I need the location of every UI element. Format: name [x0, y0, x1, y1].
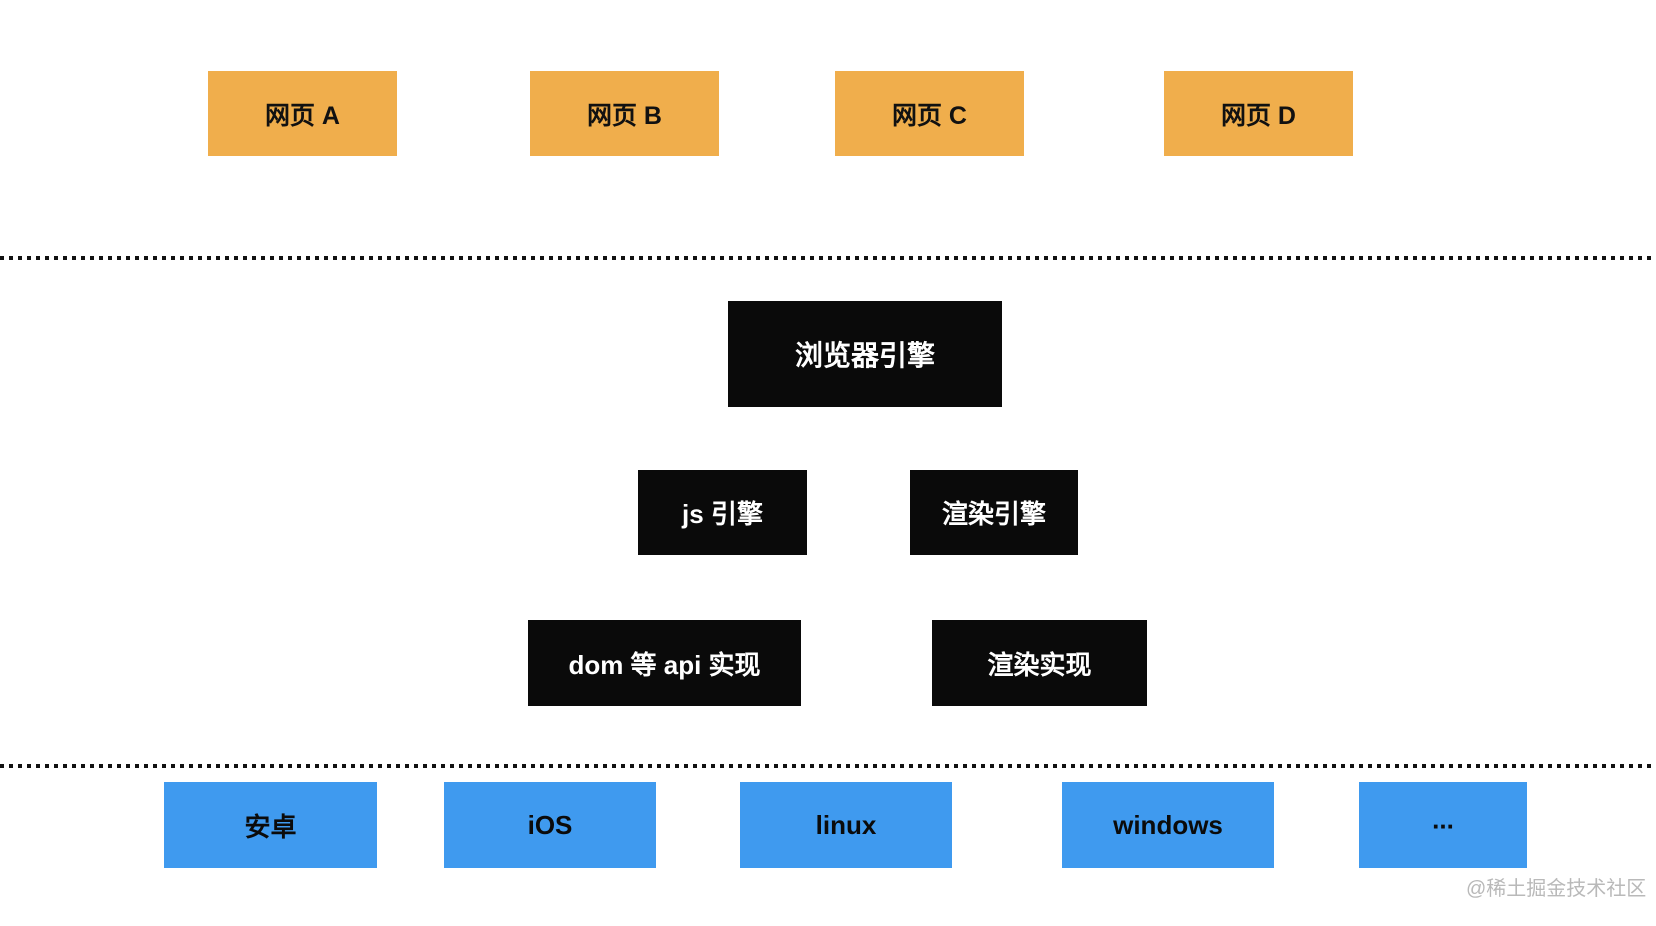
node-render-engine-label: 渲染引擎: [941, 499, 1046, 529]
platform-ios: iOS: [444, 782, 656, 868]
node-webpage-d-label: 网页 D: [1220, 101, 1296, 130]
node-webpage-c-label: 网页 C: [891, 101, 967, 130]
node-dom-api-impl: dom 等 api 实现: [528, 620, 801, 706]
platform-windows: windows: [1062, 782, 1274, 868]
node-render-impl-label: 渲染实现: [987, 649, 1092, 680]
separator-dotted-bottom: [0, 764, 1656, 768]
platform-android: 安卓: [164, 782, 377, 868]
node-webpage-a: 网页 A: [208, 71, 397, 156]
node-browser-engine-label: 浏览器引擎: [794, 340, 935, 371]
node-webpage-b-label: 网页 B: [586, 101, 662, 130]
node-webpage-b: 网页 B: [530, 71, 719, 156]
node-render-impl: 渲染实现: [932, 620, 1147, 706]
platform-windows-label: windows: [1113, 809, 1223, 840]
node-webpage-c: 网页 C: [835, 71, 1024, 156]
node-render-engine: 渲染引擎: [910, 470, 1078, 555]
node-js-engine: js 引擎: [638, 470, 807, 555]
platform-more: ...: [1359, 782, 1527, 868]
platform-ios-label: iOS: [527, 809, 573, 840]
platform-android-label: 安卓: [244, 811, 297, 842]
node-webpage-d: 网页 D: [1164, 71, 1353, 156]
node-js-engine-label: js 引擎: [682, 499, 763, 529]
separator-dotted-top: [0, 256, 1656, 260]
platform-more-label: ...: [1432, 803, 1454, 834]
node-dom-api-impl-label: dom 等 api 实现: [568, 649, 761, 680]
watermark: @稀土掘金技术社区: [1466, 878, 1647, 900]
node-webpage-a-label: 网页 A: [264, 101, 340, 130]
platform-linux-label: linux: [815, 809, 877, 840]
platform-linux: linux: [740, 782, 952, 868]
node-browser-engine: 浏览器引擎: [728, 301, 1002, 407]
